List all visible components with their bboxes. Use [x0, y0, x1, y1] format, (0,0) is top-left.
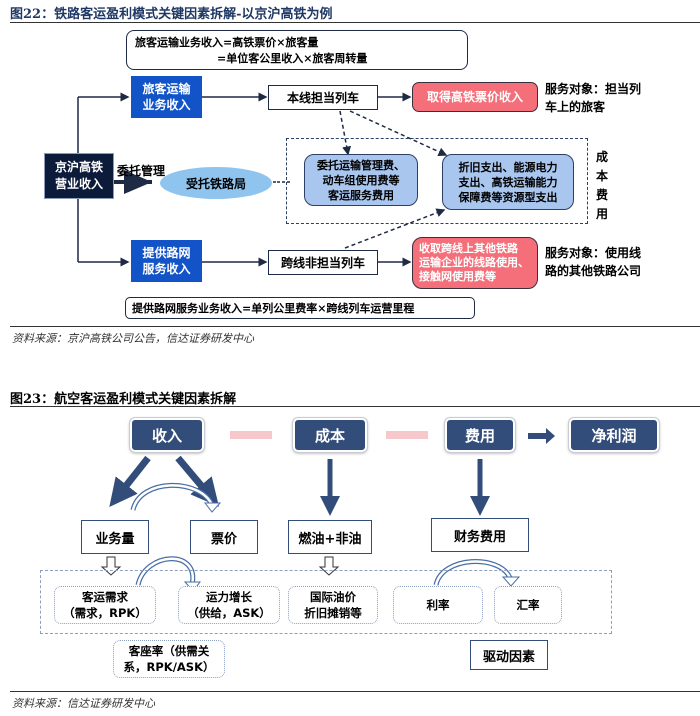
interest-rate-box: 利率 [393, 586, 483, 624]
fare-box: 票价 [190, 520, 258, 554]
service-target-bottom-line2: 路的其他铁路公司 [545, 264, 642, 278]
cross-train-box: 跨线非担当列车 [268, 250, 378, 275]
service-target-top-line2: 车上的旅客 [545, 100, 606, 114]
service-target-top-line1: 服务对象：担当列 [545, 82, 642, 96]
cost-left-line2: 动车组使用费等 [322, 173, 400, 187]
formula-passenger-income: 旅客运输业务收入=高铁票价×旅客量 =单位客公里收入×旅客周转量 [126, 30, 468, 70]
arrow-income-to-fare [175, 455, 220, 507]
service-target-bottom-line1: 服务对象：使用线 [545, 246, 642, 260]
oil-line1: 国际油价 [310, 590, 356, 604]
demand-box: 客运需求 （需求，RPK） [54, 586, 156, 624]
arrow-income-to-volume [109, 455, 151, 507]
network-income-box: 提供路网 服务收入 [131, 240, 202, 282]
passenger-income-line1: 旅客运输 [142, 82, 191, 96]
cost-left-line1: 委托运输管理费、 [317, 158, 405, 172]
figure22-bottom-rule [10, 326, 700, 327]
drivers-region [40, 570, 612, 634]
cross-fee-line3: 接触网使用费等 [419, 270, 496, 283]
figure23-bottom-rule [10, 691, 700, 692]
net-profit-button: 净利润 [568, 417, 660, 453]
load-factor-box: 客座率（供需关 系，RPK/ASK） [113, 640, 225, 678]
demand-line2: （需求，RPK） [63, 606, 147, 620]
formula-line2: =单位客公里收入×旅客周转量 [217, 52, 368, 65]
drivers-label-box: 驱动因素 [470, 640, 548, 670]
network-income-line1: 提供路网 [142, 246, 191, 260]
cross-fee-box: 收取跨线上其他铁路 运输企业的线路使用、 接触网使用费等 [412, 237, 538, 289]
capacity-line1: 运力增长 [206, 590, 252, 604]
expense-button: 费用 [444, 417, 516, 453]
cost-label-char: 用 [596, 207, 609, 221]
pink-separator-1 [230, 431, 272, 439]
income-button: 收入 [129, 417, 205, 453]
cost-left-line3: 客运服务费用 [328, 188, 394, 202]
capacity-box: 运力增长 （供给，ASK） [178, 586, 280, 624]
service-target-top: 服务对象：担当列 车上的旅客 [545, 80, 641, 116]
load-factor-line2: 系，RPK/ASK） [123, 660, 215, 674]
formula-line1: 旅客运输业务收入=高铁票价×旅客量 [135, 36, 319, 49]
passenger-income-line2: 业务收入 [142, 98, 191, 112]
dashed-own-to-cost-left [339, 110, 352, 156]
oil-line2: 折旧摊销等 [304, 606, 362, 620]
cross-fee-line1: 收取跨线上其他铁路 [419, 242, 518, 255]
cost-label-vertical: 成 本 费 用 [596, 148, 608, 224]
entrusted-bureau-ellipse: 受托铁路局 [160, 167, 272, 199]
arrow-to-net-profit [528, 428, 555, 444]
finance-cost-box: 财务费用 [431, 518, 529, 552]
dashed-cross-to-cost-right [344, 208, 446, 249]
volume-box: 业务量 [81, 520, 149, 554]
fuel-box: 燃油+非油 [288, 520, 372, 554]
exchange-rate-box: 汇率 [494, 586, 562, 624]
demand-line1: 客运需求 [82, 590, 128, 604]
cost-button: 成本 [292, 417, 368, 453]
figure22-title-rule [10, 22, 700, 23]
network-income-line2: 服务收入 [142, 262, 191, 276]
cost-label-char: 费 [596, 188, 609, 202]
figure23-title: 图23：航空客运盈利模式关键因素拆解 [10, 392, 237, 407]
figure22-title: 图22：铁路客运盈利模式关键因素拆解-以京沪高铁为例 [10, 7, 333, 22]
dashed-own-to-cost-right [349, 110, 448, 156]
cost-region [286, 138, 588, 224]
figure23-title-rule [10, 406, 700, 407]
passenger-income-box: 旅客运输 业务收入 [131, 76, 202, 118]
root-line1: 京沪高铁 [54, 160, 103, 174]
service-target-bottom: 服务对象：使用线 路的其他铁路公司 [545, 244, 641, 280]
figure23-source: 资料来源：信达证券研发中心 [12, 697, 155, 710]
entrust-label: 委托管理 [117, 164, 166, 178]
cost-label-char: 成 [596, 150, 609, 164]
formula-network-income: 提供路网服务业务收入=单列公里费率×跨线列车运营里程 [125, 297, 475, 319]
root-revenue-box: 京沪高铁 营业收入 [44, 153, 114, 199]
cross-fee-line2: 运输企业的线路使用、 [419, 256, 529, 269]
cost-right-line2: 支出、高铁运输能力 [458, 175, 558, 189]
cost-right-line3: 保障费等资源型支出 [458, 190, 558, 204]
figure22-source: 资料来源：京沪高铁公司公告，信达证券研发中心 [12, 332, 254, 345]
cost-right-line1: 折旧支出、能源电力 [458, 160, 558, 174]
root-line2: 营业收入 [54, 177, 103, 191]
oil-price-box: 国际油价 折旧摊销等 [288, 586, 378, 624]
cost-label-char: 本 [596, 169, 609, 183]
cost-left-box: 委托运输管理费、 动车组使用费等 客运服务费用 [304, 154, 418, 206]
cost-right-box: 折旧支出、能源电力 支出、高铁运输能力 保障费等资源型支出 [442, 154, 574, 210]
own-train-box: 本线担当列车 [268, 85, 378, 110]
capacity-line2: （供给，ASK） [187, 606, 271, 620]
load-factor-line1: 客座率（供需关 [128, 644, 210, 658]
ticket-revenue-box: 取得高铁票价收入 [412, 82, 538, 112]
pink-separator-2 [386, 431, 428, 439]
